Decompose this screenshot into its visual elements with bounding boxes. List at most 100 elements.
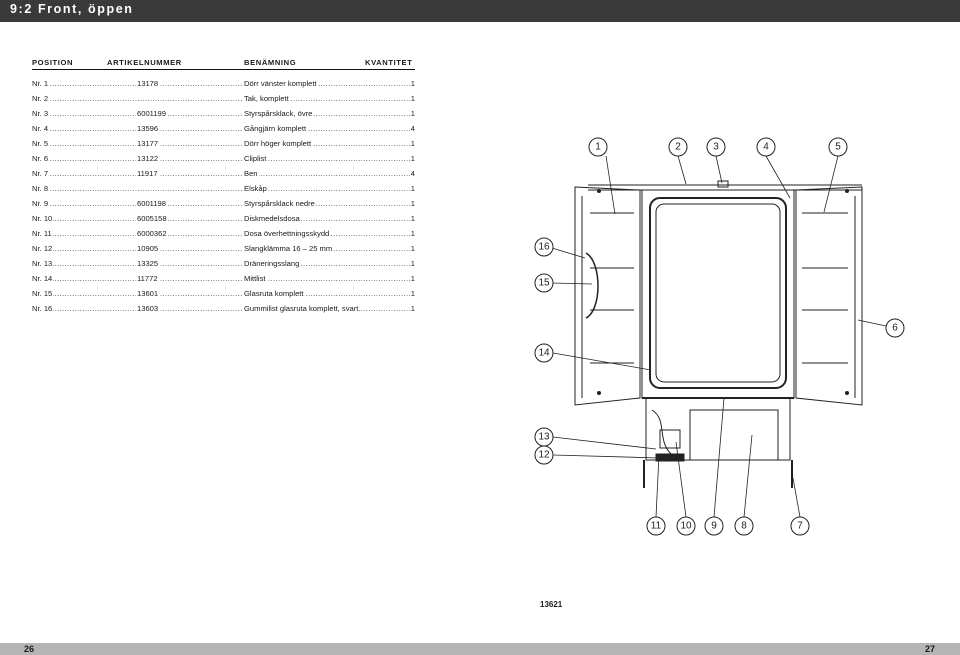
cell-name: Slangklämma 16 – 25 mm bbox=[243, 243, 334, 254]
leader-line bbox=[715, 155, 723, 184]
callout-6: 6 bbox=[892, 323, 898, 334]
table-row: ........................................… bbox=[32, 258, 415, 269]
leader-line bbox=[675, 441, 687, 518]
leader-dots: ........................................… bbox=[32, 184, 415, 193]
hinge-mark bbox=[597, 391, 601, 395]
cabinet-body bbox=[641, 189, 795, 399]
glass-pane bbox=[649, 197, 787, 389]
cell-position: Nr. 5 bbox=[32, 138, 50, 149]
callout-circle bbox=[734, 516, 754, 536]
cell-position: Nr. 16 bbox=[32, 303, 54, 314]
callout-15: 15 bbox=[538, 278, 550, 289]
cell-name: Elskåp bbox=[243, 183, 268, 194]
col-header-position: POSITION bbox=[32, 58, 74, 67]
cell-name: Ben bbox=[243, 168, 259, 179]
table-row: ........................................… bbox=[32, 213, 415, 224]
leader-line bbox=[552, 454, 661, 459]
hinge-mark bbox=[845, 189, 849, 193]
leader-dots: ........................................… bbox=[32, 244, 415, 253]
leader-line bbox=[792, 477, 801, 518]
lower-compartment bbox=[645, 397, 791, 461]
cell-name: Cliplist bbox=[243, 153, 268, 164]
callout-circle bbox=[534, 273, 554, 293]
hose-clamp bbox=[655, 453, 685, 462]
table-row: ........................................… bbox=[32, 198, 415, 209]
cell-qty: 1 bbox=[409, 78, 415, 89]
header-rule bbox=[32, 69, 415, 70]
cell-article: 13325 bbox=[136, 258, 160, 269]
cell-article: 13603 bbox=[136, 303, 160, 314]
callout-14: 14 bbox=[538, 348, 550, 359]
cell-qty: 4 bbox=[409, 168, 415, 179]
leader-dots: ........................................… bbox=[32, 109, 415, 118]
leader-line bbox=[677, 155, 687, 185]
cell-article: 6000362 bbox=[136, 228, 168, 239]
cell-qty: 4 bbox=[409, 123, 415, 134]
callout-4: 4 bbox=[763, 142, 769, 153]
cell-position: Nr. 1 bbox=[32, 78, 50, 89]
upper-guide-lug bbox=[717, 180, 729, 188]
callout-1: 1 bbox=[595, 142, 601, 153]
leader-dots: ........................................… bbox=[32, 274, 415, 283]
leader-line bbox=[551, 247, 586, 259]
leader-line bbox=[713, 397, 725, 518]
cell-position: Nr. 10 bbox=[32, 213, 54, 224]
cell-position: Nr. 3 bbox=[32, 108, 50, 119]
cell-name: Styrspårsklack nedre bbox=[243, 198, 316, 209]
cell-article: 11772 bbox=[136, 273, 159, 284]
left-door bbox=[574, 186, 641, 406]
cell-article: 6005158 bbox=[136, 213, 168, 224]
leader-dots: ........................................… bbox=[32, 199, 415, 208]
footer-bar bbox=[0, 643, 960, 655]
cell-qty: 1 bbox=[409, 213, 415, 224]
cell-qty: 1 bbox=[409, 258, 415, 269]
cell-qty: 1 bbox=[409, 228, 415, 239]
cell-position: Nr. 6 bbox=[32, 153, 50, 164]
door-handle bbox=[585, 252, 599, 319]
callout-circle bbox=[885, 318, 905, 338]
callout-circle bbox=[588, 137, 608, 157]
callout-circle bbox=[534, 237, 554, 257]
header-bar: 9:2 Front, öppen bbox=[0, 0, 960, 22]
cell-position: Nr. 2 bbox=[32, 93, 50, 104]
leader-dots: ........................................… bbox=[32, 154, 415, 163]
callout-circle bbox=[534, 343, 554, 363]
table-row: ........................................… bbox=[32, 93, 415, 104]
table-row: ........................................… bbox=[32, 123, 415, 134]
cell-qty: 1 bbox=[409, 273, 415, 284]
callout-circle bbox=[534, 445, 554, 465]
cell-position: Nr. 11 bbox=[32, 228, 53, 239]
callout-5: 5 bbox=[835, 142, 841, 153]
callout-2: 2 bbox=[675, 142, 681, 153]
leader-dots: ........................................… bbox=[32, 79, 415, 88]
cell-article: 11917 bbox=[136, 168, 159, 179]
leader-dots: ........................................… bbox=[32, 259, 415, 268]
callout-circle bbox=[790, 516, 810, 536]
table-row: ........................................… bbox=[32, 168, 415, 179]
leader-line bbox=[552, 436, 657, 450]
cell-position: Nr. 15 bbox=[32, 288, 54, 299]
cell-position: Nr. 14 bbox=[32, 273, 54, 284]
leader-line bbox=[655, 454, 660, 518]
callout-13: 13 bbox=[538, 432, 550, 443]
cell-name: Gångjärn komplett bbox=[243, 123, 308, 134]
glass-gasket bbox=[655, 203, 781, 383]
cell-name: Dörr vänster komplett bbox=[243, 78, 318, 89]
cell-name: Glasruta komplett bbox=[243, 288, 305, 299]
col-header-qty: KVANTITET bbox=[365, 58, 413, 67]
cell-name: Mittlist bbox=[243, 273, 267, 284]
callout-12: 12 bbox=[538, 450, 550, 461]
leader-dots: ........................................… bbox=[32, 139, 415, 148]
leader-dots: ........................................… bbox=[32, 229, 415, 238]
callout-10: 10 bbox=[680, 521, 692, 532]
cell-name: Dräneringsslang bbox=[243, 258, 301, 269]
leader-dots: ........................................… bbox=[32, 289, 415, 298]
cell-name: Dörr höger komplett bbox=[243, 138, 313, 149]
cell-article: 6001198 bbox=[136, 198, 167, 209]
leader-dots: ........................................… bbox=[32, 94, 415, 103]
leader-line bbox=[552, 352, 652, 371]
table-row: ........................................… bbox=[32, 138, 415, 149]
leader-line bbox=[857, 319, 887, 327]
col-header-article: ARTIKELNUMMER bbox=[107, 58, 182, 67]
